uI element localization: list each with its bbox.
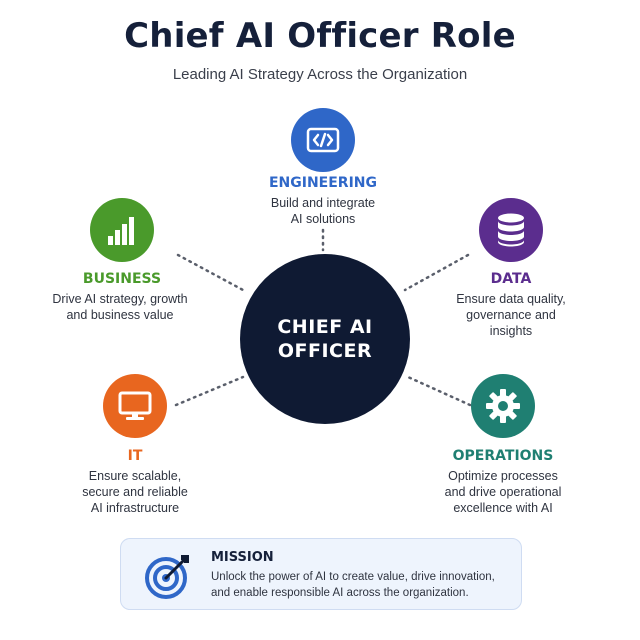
page-title: Chief AI Officer Role [124,16,516,56]
it-title: IT [127,448,143,464]
engineering-title: ENGINEERING [268,175,378,191]
business-desc: Drive AI strategy, growth and business v… [52,292,188,322]
database-icon [498,213,524,247]
connector-data [403,253,470,292]
engineering-icon-circle [291,108,355,172]
mission-title: MISSION [211,550,274,565]
gear-icon [486,389,520,423]
connector-business [176,253,245,292]
data-title: DATA [490,271,532,287]
connector-operations [406,375,472,407]
center-line-2: OFFICER [277,340,373,362]
engineering-desc: Build and integrate AI solutions [270,196,376,226]
monitor-icon [118,391,152,420]
bar-chart-icon [108,217,134,245]
data-icon-circle [479,198,543,262]
center-line-1: CHIEF AI [277,316,373,338]
it-desc: Ensure scalable, secure and reliable AI … [82,469,188,515]
connector-it [174,375,245,407]
page-subtitle: Leading AI Strategy Across the Organizat… [172,66,468,83]
code-icon [306,127,340,153]
operations-icon-circle [471,374,535,438]
operations-desc: Optimize processes and drive operational… [444,469,562,515]
business-icon-circle [90,198,154,262]
it-icon-circle [103,374,167,438]
chief-ai-officer-circle: CHIEF AI OFFICER [240,254,410,424]
mission-box: MISSION Unlock the power of AI to create… [120,538,522,610]
mission-text: Unlock the power of AI to create value, … [211,571,495,599]
business-title: BUSINESS [82,271,162,287]
operations-title: OPERATIONS [452,448,554,464]
target-icon [145,555,189,599]
data-desc: Ensure data quality, governance and insi… [456,292,566,338]
